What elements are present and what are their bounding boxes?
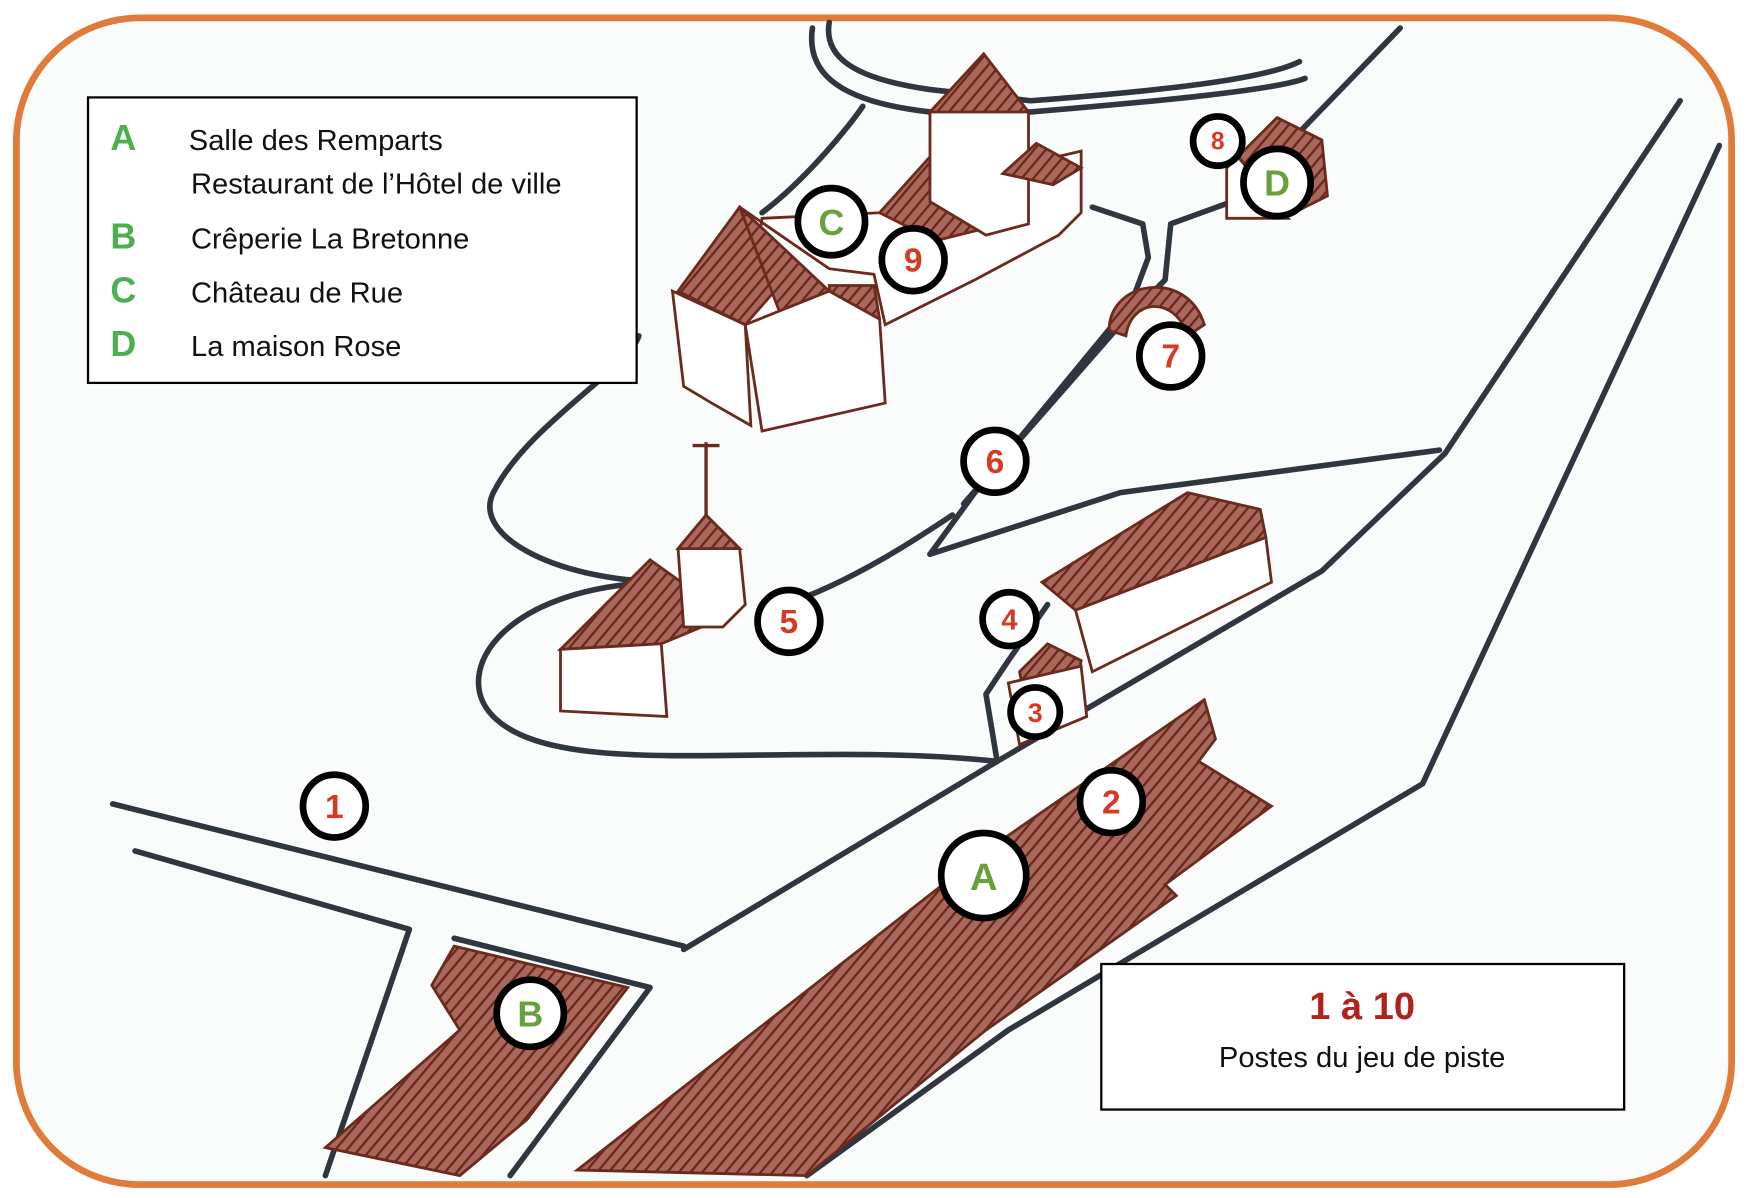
marker-a[interactable]: A (937, 829, 1030, 922)
svg-text:D: D (1264, 164, 1290, 204)
svg-text:1: 1 (325, 789, 344, 826)
marker-4[interactable]: 4 (979, 588, 1040, 650)
roads (109, 19, 1723, 1179)
legend-text-a2: Restaurant de l’Hôtel de ville (191, 169, 562, 201)
svg-text:7: 7 (1161, 339, 1180, 376)
marker-8[interactable]: 8 (1189, 113, 1246, 170)
svg-text:8: 8 (1211, 129, 1225, 156)
marker-2[interactable]: 2 (1076, 766, 1147, 837)
svg-text:6: 6 (986, 444, 1005, 481)
marker-c[interactable]: C (794, 184, 869, 259)
legend-letter-d: D (110, 324, 136, 364)
marker-6[interactable]: 6 (960, 426, 1030, 496)
svg-text:4: 4 (1001, 604, 1018, 636)
legend-letter-c: C (110, 270, 136, 310)
marker-5[interactable]: 5 (754, 586, 824, 657)
legend-text-b: Crêperie La Bretonne (191, 224, 469, 256)
info-box: 1 à 10 Postes du jeu de piste (1100, 962, 1626, 1111)
info-subtitle: Postes du jeu de piste (1219, 1042, 1505, 1074)
marker-3[interactable]: 3 (1007, 684, 1064, 741)
legend-letter-a: A (110, 118, 136, 158)
info-title: 1 à 10 (1309, 986, 1415, 1028)
svg-text:5: 5 (780, 604, 799, 641)
marker-b[interactable]: B (493, 976, 568, 1051)
legend-text-d: La maison Rose (191, 331, 401, 363)
svg-text:2: 2 (1102, 784, 1121, 821)
markers: 1 2 3 4 5 6 7 8 9 A B C D (299, 113, 1315, 1051)
marker-d[interactable]: D (1240, 145, 1315, 220)
marker-9[interactable]: 9 (878, 225, 948, 295)
svg-text:A: A (970, 857, 997, 899)
marker-1[interactable]: 1 (299, 771, 370, 841)
svg-text:9: 9 (904, 242, 923, 279)
svg-text:3: 3 (1028, 698, 1043, 728)
svg-text:B: B (517, 994, 543, 1034)
legend-text-c: Château de Rue (191, 277, 403, 309)
legend-text-a1: Salle des Remparts (189, 125, 443, 157)
legend-letter-b: B (110, 217, 136, 257)
svg-text:C: C (819, 203, 845, 243)
legend-box: A Salle des Remparts Restaurant de l’Hôt… (86, 96, 638, 385)
marker-7[interactable]: 7 (1135, 321, 1206, 391)
